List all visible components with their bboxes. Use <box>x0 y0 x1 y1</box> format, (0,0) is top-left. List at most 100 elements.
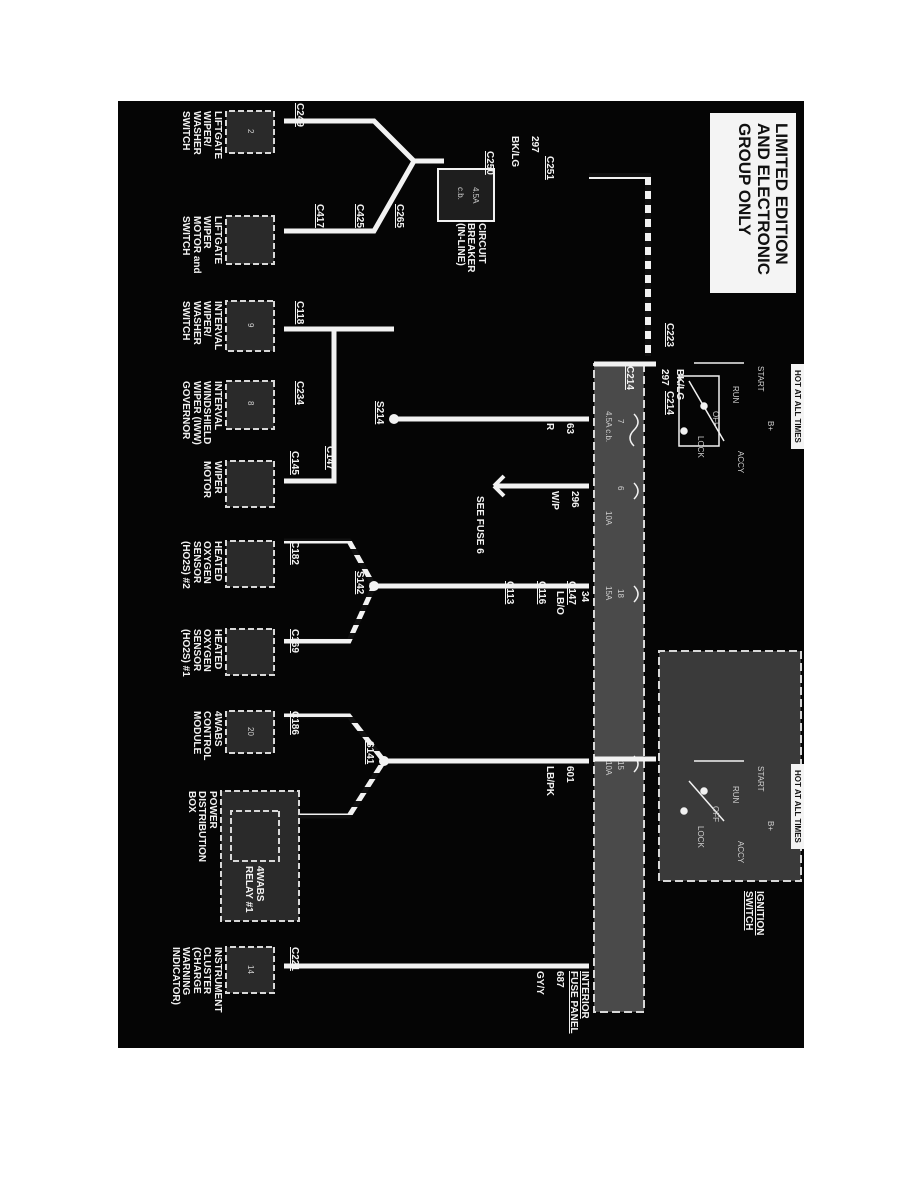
splice-s141-label: S141 <box>364 741 375 765</box>
component-boxes <box>220 110 300 994</box>
fuse-symbols <box>629 413 639 773</box>
connector-c250: C250 <box>484 151 495 175</box>
pos-start-2: START <box>756 766 765 792</box>
wire-601-lbpk-abs <box>284 713 386 763</box>
pos-start: START <box>756 366 765 392</box>
connector-c251: C251 <box>544 156 555 180</box>
fuse-7-symbol <box>629 413 639 447</box>
diagram-frame: LIMITED EDITION AND ELECTRONIC GROUP ONL… <box>118 101 804 1048</box>
ignition-contacts-right <box>680 760 744 822</box>
connector-c214-b: C214 <box>664 391 675 415</box>
connector-c147-b: C147 <box>566 581 577 605</box>
comp-interval-switch-pin: 9 <box>246 323 255 328</box>
connector-c182: C182 <box>289 541 300 565</box>
circuit-breaker-rating: 4.5A <box>471 187 480 204</box>
fuse-7-rating: 4.5A c.b. <box>604 411 613 443</box>
comp-power-distribution-box: POWER DISTRIBUTION BOX <box>186 791 218 863</box>
fuse-18-number: 18 <box>616 589 625 598</box>
connector-c214-a: C214 <box>624 366 635 390</box>
connector-c186: C186 <box>289 711 300 735</box>
wire-label-gyy: GY/Y <box>534 971 545 995</box>
wire-label-lbpk: LB/PK <box>544 766 555 796</box>
connector-c249: C249 <box>294 103 305 127</box>
wires <box>284 118 656 969</box>
ignition-contacts-left <box>678 362 744 447</box>
connector-c265: C265 <box>394 204 405 228</box>
wire-label-296: 296 <box>569 491 580 508</box>
wire-label-bklg-a: BK/LG <box>509 136 520 168</box>
ho2s2-box <box>225 540 275 588</box>
wire-601-lbpk-pdb <box>284 759 387 819</box>
connector-c221: C221 <box>289 947 300 971</box>
hot-at-all-times-label-left: HOT AT ALL TIMES <box>791 364 804 449</box>
instrument-cluster-box <box>225 946 275 994</box>
fuse-15-number: 15 <box>616 761 625 770</box>
see-fuse-arrow <box>492 474 506 498</box>
comp-iww-governor-pin: 8 <box>246 401 255 406</box>
diagram-title: LIMITED EDITION AND ELECTRONIC GROUP ONL… <box>710 113 796 293</box>
comp-interval-switch: INTERVAL WIPER/ WASHER SWITCH <box>180 301 224 350</box>
wiper-motor-box <box>225 460 275 508</box>
wire-label-wp: W/P <box>549 491 560 510</box>
fuse-15-symbol <box>633 755 639 773</box>
circuit-breaker-type: c.b. <box>456 187 465 200</box>
liftgate-motor-box <box>225 215 275 265</box>
connector-c417: C417 <box>314 204 325 228</box>
pos-run-2: RUN <box>731 786 740 804</box>
hot-at-all-times-label-right: HOT AT ALL TIMES <box>791 764 804 849</box>
ignition-switch-box <box>658 650 802 882</box>
connector-c113: C113 <box>504 581 515 605</box>
comp-ho2s1: HEATED OXYGEN SENSOR (HO2S) #1 <box>180 629 224 677</box>
connector-c116: C116 <box>536 581 547 605</box>
connector-c223: C223 <box>664 323 675 347</box>
wire-label-r: R <box>544 423 555 431</box>
comp-instrument-cluster: INSTRUMENT CLUSTER (CHARGE WARNING INDIC… <box>170 947 223 1013</box>
pos-off-2: OFF <box>711 806 720 822</box>
wire-34-lbo-ho2s1 <box>284 584 377 644</box>
splice-s142-label: S142 <box>354 571 365 595</box>
wire-label-63: 63 <box>564 423 575 435</box>
circuit-breaker-box <box>437 168 495 222</box>
splice-s214 <box>389 414 399 424</box>
see-fuse-label: SEE FUSE 6 <box>474 496 485 554</box>
pos-bplus-2: B+ <box>766 821 775 832</box>
connector-c147-a: C147 <box>324 446 335 470</box>
relay-box <box>230 810 280 862</box>
comp-liftgate-switch: LIFTGATE WIPER/ WASHER SWITCH <box>180 111 224 160</box>
connector-c118: C118 <box>294 301 305 325</box>
comp-liftgate-motor: LIFTGATE WIPER MOTOR and SWITCH <box>180 216 224 274</box>
connector-c425: C425 <box>354 204 365 228</box>
wire-label-34: 34 <box>579 591 590 603</box>
ho2s1-box <box>225 628 275 676</box>
wire-63-r-liftgate-motor <box>284 159 417 234</box>
liftgate-switch-box <box>225 110 275 154</box>
comp-ho2s2: HEATED OXYGEN SENSOR (HO2S) #2 <box>180 541 224 589</box>
fuse-15-rating: 10A <box>604 761 613 776</box>
splice-s214-label: S214 <box>374 401 385 425</box>
fuse-7-number: 7 <box>616 419 625 424</box>
splice-s142 <box>369 581 379 591</box>
fuse-6-rating: 10A <box>604 511 613 526</box>
pos-accy: ACCY <box>736 451 745 474</box>
wire-34-lbo-ho2s2 <box>284 538 377 588</box>
pos-lock-2: LOCK <box>696 826 705 848</box>
comp-abs-module-pin: 20 <box>246 727 255 736</box>
pos-off: OFF <box>711 411 720 427</box>
splice-s141 <box>379 756 389 766</box>
abs-module-box <box>225 710 275 754</box>
fuse-panel-label: INTERIOR FUSE PANEL <box>568 971 591 1034</box>
comp-wiper-motor: WIPER MOTOR <box>201 461 224 499</box>
wire-label-297-a: 297 <box>529 136 540 153</box>
iww-governor-box <box>225 380 275 430</box>
wiring-diagram: LIMITED EDITION AND ELECTRONIC GROUP ONL… <box>118 101 804 1048</box>
comp-instrument-cluster-pin: 14 <box>246 965 255 974</box>
wire-label-297-b: 297 <box>659 369 670 386</box>
wire-297-to-c223 <box>589 173 651 356</box>
comp-liftgate-switch-pin: 2 <box>246 129 255 134</box>
wire-label-lbo: LB/O <box>554 591 565 615</box>
pos-bplus: B+ <box>766 421 775 432</box>
pos-lock: LOCK <box>696 436 705 458</box>
ignition-switch-label: IGNITION SWITCH <box>743 891 766 936</box>
pos-run: RUN <box>731 386 740 404</box>
